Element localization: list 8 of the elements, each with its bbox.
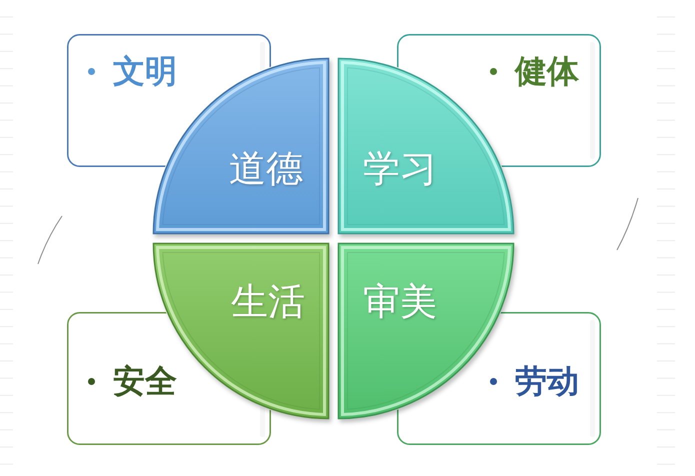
card-label: 安全 [113,365,177,397]
card-label: 健体 [515,55,579,87]
card-label: 文明 [113,55,177,87]
segment-label: 生活 [231,283,305,320]
segment-label: 审美 [363,283,437,320]
segment-label: 道德 [229,150,303,187]
segment-label: 学习 [363,150,437,187]
card-label: 劳动 [515,365,579,397]
